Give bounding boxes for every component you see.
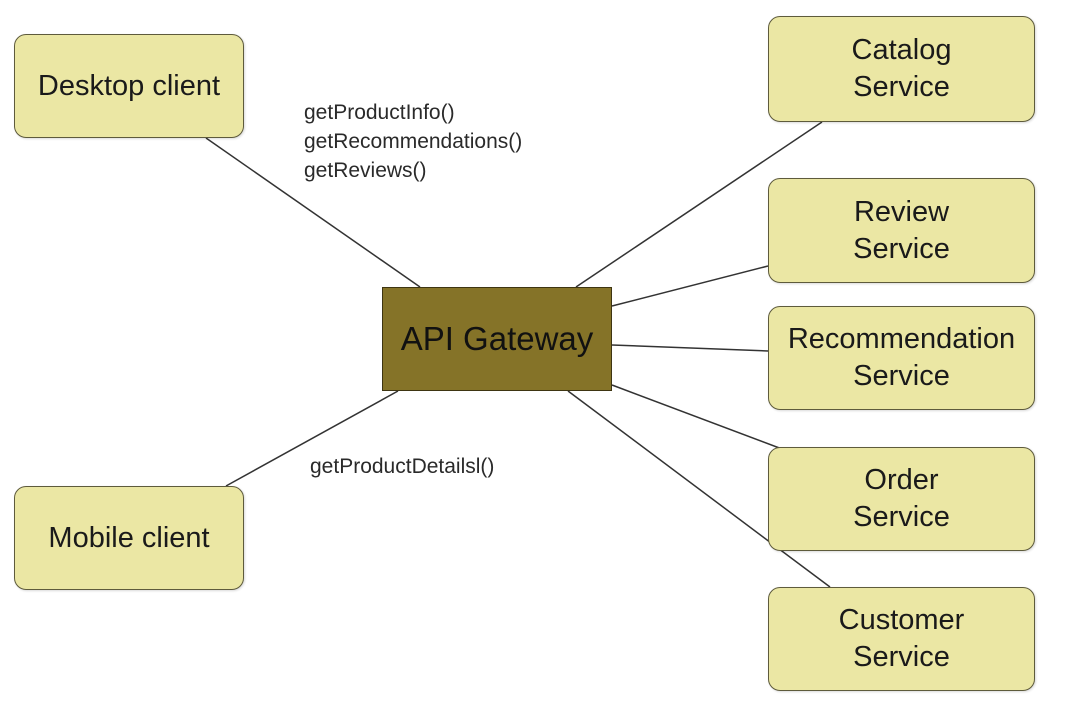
edge-mobile-to-gateway xyxy=(225,390,399,487)
review-service-label: Review Service xyxy=(853,195,950,265)
edge-gateway-to-customer xyxy=(567,390,831,588)
edge-gateway-to-recommendation xyxy=(611,344,769,352)
customer-service-node: Customer Service xyxy=(768,587,1035,691)
order-service-node: Order Service xyxy=(768,447,1035,551)
desktop-client-label: Desktop client xyxy=(37,69,221,102)
edge-gateway-to-order xyxy=(611,384,791,453)
api-gateway-node: API Gateway xyxy=(382,287,612,391)
desktop-client-node: Desktop client xyxy=(14,34,244,138)
recommendation-service-node: Recommendation Service xyxy=(768,306,1035,410)
mobile-api-call-label: getProductDetailsl() xyxy=(310,455,495,478)
recommendation-service-label: Recommendation Service xyxy=(787,323,1016,392)
review-service-node: Review Service xyxy=(768,178,1035,283)
order-service-label: Order Service xyxy=(853,464,950,533)
customer-service-label: Customer Service xyxy=(838,604,965,673)
catalog-service-label: Catalog Service xyxy=(851,34,952,103)
mobile-client-label: Mobile client xyxy=(48,521,210,554)
edge-gateway-to-catalog xyxy=(575,121,823,288)
desktop-api-calls-label: getProductInfo() getRecommendations() ge… xyxy=(304,101,523,182)
api-gateway-label: API Gateway xyxy=(400,320,594,357)
catalog-service-node: Catalog Service xyxy=(768,16,1035,122)
edge-gateway-to-review xyxy=(611,265,769,307)
mobile-client-node: Mobile client xyxy=(14,486,244,590)
edge-desktop-to-gateway xyxy=(205,137,421,288)
